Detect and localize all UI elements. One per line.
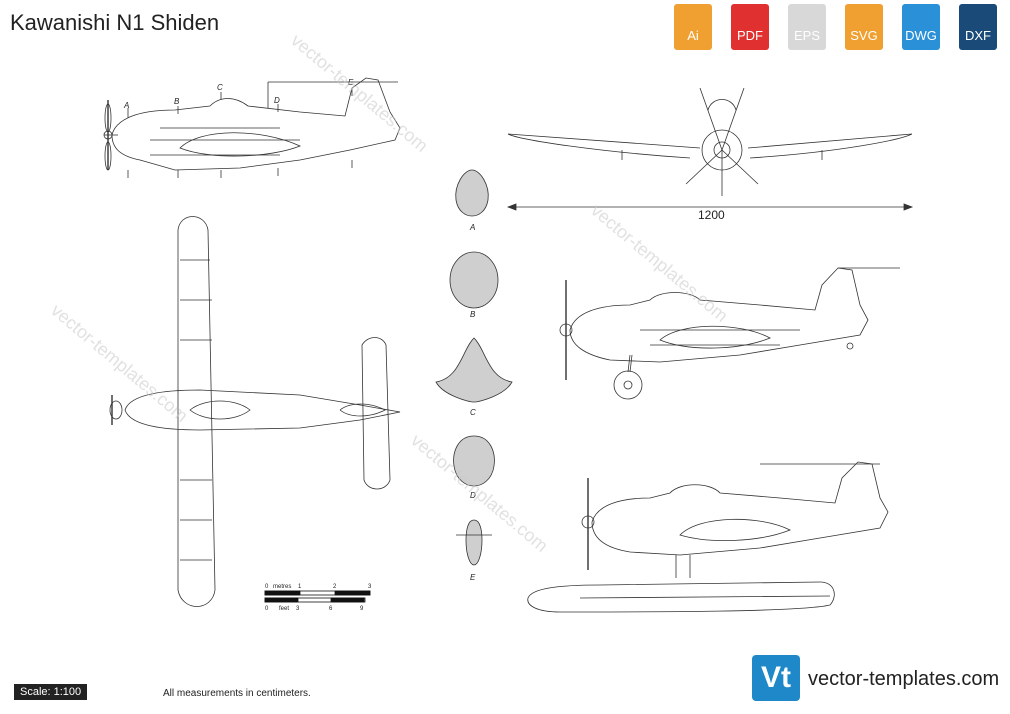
dwg-format-icon[interactable]: DWG (896, 4, 946, 52)
station-marker: E (348, 78, 354, 87)
scale-tick: 2 (333, 584, 337, 590)
station-marker: A (123, 101, 129, 110)
site-link[interactable]: vector-templates.com (808, 668, 1000, 690)
scale-tick: 3 (296, 606, 300, 612)
scale-bar (264, 590, 371, 603)
cross-sections (435, 169, 513, 566)
ai-format-icon[interactable]: Ai (668, 4, 718, 52)
station-marker: B (174, 97, 180, 106)
scale-unit: metres (273, 584, 291, 590)
plan-view (109, 216, 401, 607)
section-label: C (470, 408, 476, 417)
section-label: E (470, 573, 476, 582)
side-profile-floatplane (527, 461, 889, 613)
station-marker: D (274, 96, 280, 105)
format-label: Ai (687, 28, 699, 43)
format-label: SVG (850, 28, 878, 43)
scale-tick: 0 (265, 584, 269, 590)
eps-format-icon[interactable]: EPS (782, 4, 832, 52)
scale-tick: 6 (329, 606, 333, 612)
scale-tick: 3 (368, 584, 372, 590)
section-label: B (470, 310, 476, 319)
dimension-line (506, 203, 914, 211)
page-title: Kawanishi N1 Shiden (10, 10, 220, 35)
format-label: EPS (793, 28, 820, 43)
section-label: D (470, 491, 476, 500)
format-label: PDF (737, 28, 763, 43)
scale-label: Scale: 1:100 (14, 684, 88, 700)
format-badges: Ai PDF EPS SVG DWG DXF (668, 4, 1003, 52)
side-profile-top (103, 77, 401, 178)
pdf-format-icon[interactable]: PDF (725, 4, 775, 52)
format-label: DWG (905, 28, 937, 43)
dimension-value: 1200 (698, 208, 725, 222)
side-profile-land (559, 267, 900, 400)
format-label: DXF (965, 28, 991, 43)
section-label: A (469, 223, 475, 232)
station-marker: C (217, 83, 223, 92)
scale-tick: 1 (298, 584, 302, 590)
scale-unit: feet (279, 606, 289, 612)
svg-format-icon[interactable]: SVG (839, 4, 889, 52)
scale-tick: 9 (360, 606, 364, 612)
scale-tick: 0 (265, 606, 269, 612)
vt-logo[interactable]: Vt (752, 655, 800, 701)
front-view (507, 87, 913, 196)
dxf-format-icon[interactable]: DXF (953, 4, 1003, 52)
measurement-note: All measurements in centimeters. (163, 688, 311, 699)
